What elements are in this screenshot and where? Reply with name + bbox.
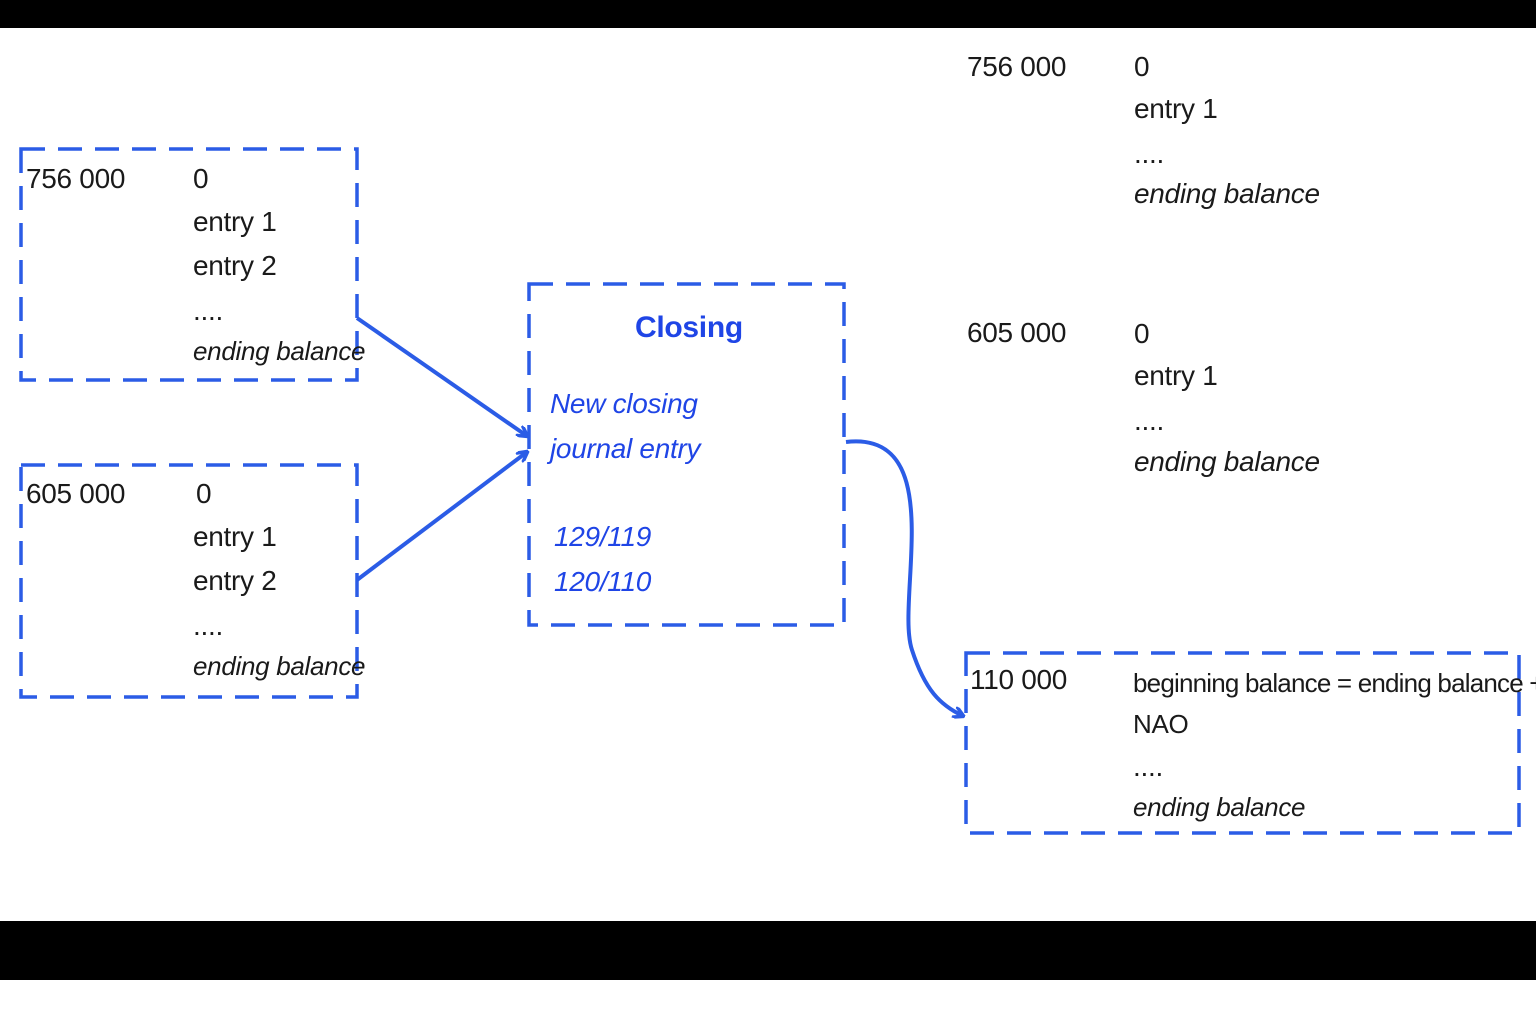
right-account-1-opening: 0 <box>1134 51 1150 82</box>
top-frame-bar <box>0 0 1536 28</box>
right-account-2-number: 605 000 <box>967 317 1067 348</box>
right-account-1-entry-1: entry 1 <box>1134 93 1218 124</box>
left-account-2-number: 605 000 <box>26 478 126 509</box>
right-account-2-opening: 0 <box>1134 318 1150 349</box>
left-account-1-entry-2: entry 2 <box>193 250 277 281</box>
left-account-2-entry-2: entry 2 <box>193 565 277 596</box>
right-account-2-dots: .... <box>1134 405 1164 436</box>
left-account-2-dots: .... <box>193 610 223 641</box>
left-account-2-ending: ending balance <box>193 651 366 681</box>
left-account-2-entry-1: entry 1 <box>193 521 277 552</box>
result-account-dots: .... <box>1133 751 1163 782</box>
left-account-box-1 <box>19 147 359 382</box>
left-account-1-dots: .... <box>193 295 223 326</box>
right-account-2-ending: ending balance <box>1134 446 1320 477</box>
right-account-1-ending: ending balance <box>1134 178 1320 209</box>
left-account-1-entry-1: entry 1 <box>193 206 277 237</box>
closing-code-2: 120/110 <box>554 566 652 597</box>
closing-box <box>527 282 846 627</box>
result-account-number: 110 000 <box>970 664 1068 695</box>
closing-code-1: 129/119 <box>554 521 652 552</box>
left-account-1-opening: 0 <box>193 163 209 194</box>
arrow-account-2-to-closing <box>355 452 527 582</box>
result-account-ending: ending balance <box>1133 792 1306 822</box>
closing-title: Closing <box>635 311 743 344</box>
result-account-beginning-line-1: beginning balance = ending balance + <box>1133 668 1536 698</box>
arrow-closing-to-result <box>845 439 963 716</box>
right-account-1-dots: .... <box>1134 138 1164 169</box>
arrow-account-1-to-closing <box>355 316 527 436</box>
bottom-frame-bar <box>0 921 1536 980</box>
right-account-1-number: 756 000 <box>967 51 1067 82</box>
left-account-box-2 <box>19 463 359 699</box>
closing-subtitle-line-1: New closing <box>550 388 698 419</box>
closing-subtitle-line-2: journal entry <box>550 433 701 464</box>
right-account-2-entry-1: entry 1 <box>1134 360 1218 391</box>
result-account-beginning-line-2: NAO <box>1133 709 1189 739</box>
left-account-1-ending: ending balance <box>193 336 366 366</box>
left-account-1-number: 756 000 <box>26 163 126 194</box>
result-account-box <box>964 651 1521 835</box>
left-account-2-opening: 0 <box>196 478 212 509</box>
